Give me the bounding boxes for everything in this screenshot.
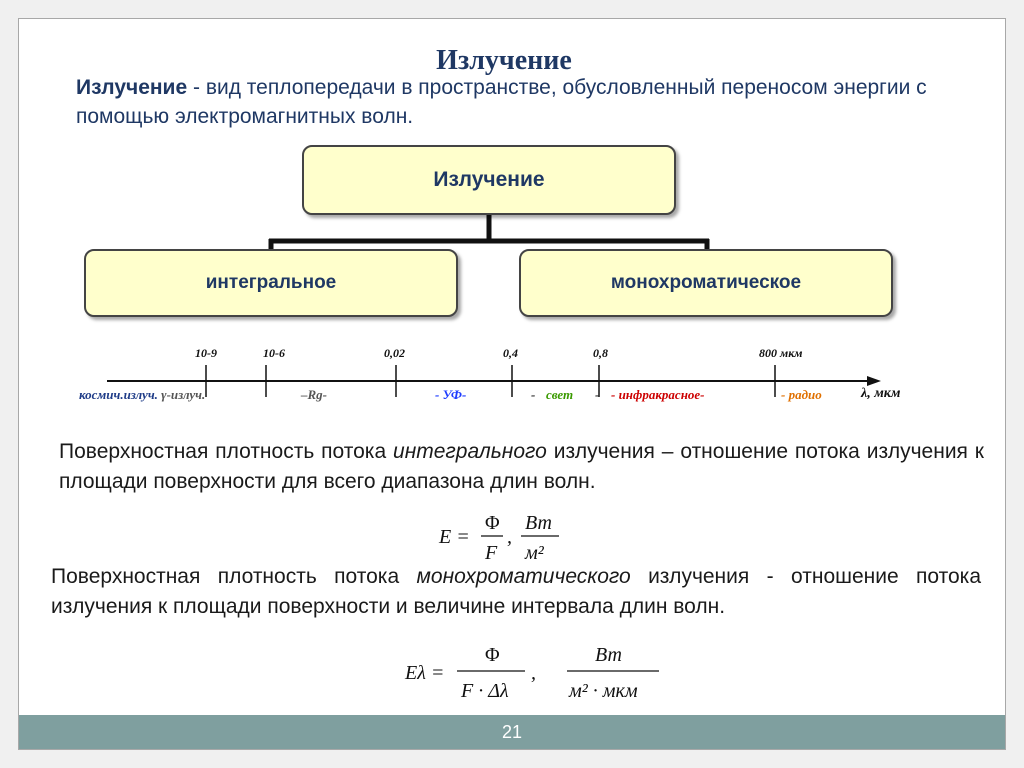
para1-text-end: излучения – отношение потока излучения к… (59, 440, 984, 493)
monochromatic-definition: Поверхностная плотность потока монохрома… (51, 562, 981, 622)
para2-text-end: излучения - отношение потока излучения к… (51, 565, 982, 618)
slide-title: Излучение (436, 45, 572, 76)
para2-text: Поверхностная плотность потока (51, 565, 417, 588)
formula2-den: F · Δλ (460, 680, 509, 702)
tick-label: 10-9 (195, 346, 217, 360)
band-uv: - УФ- (435, 387, 466, 402)
tick-label: 0,4 (503, 346, 518, 360)
para2-italic: монохроматического (416, 565, 631, 588)
formula1-unit-den: м² (524, 542, 545, 564)
tick-label: 0,02 (384, 346, 405, 360)
band-rg: –Rg- (300, 387, 327, 402)
integral-definition: Поверхностная плотность потока интеграль… (59, 437, 984, 497)
wavelength-scale: 10-9 10-6 0,02 0,4 0,8 800 мкм λ, мкм ко… (79, 346, 901, 402)
formula2-lhs: Eλ = (404, 662, 444, 684)
definition-term: Излучение (76, 76, 188, 99)
svg-text:,: , (531, 662, 536, 684)
band-dash: - (595, 387, 599, 402)
band-radio: - радио (781, 387, 822, 402)
tick-label: 10-6 (263, 346, 285, 360)
formula2-num: Φ (485, 644, 500, 666)
page-number: 21 (501, 722, 523, 742)
formula1-unit-num: Вт (525, 512, 552, 534)
svg-text:,: , (507, 526, 512, 548)
formula2-unit-den: м² · мкм (568, 680, 638, 702)
band-infrared: - инфракрасное- (611, 387, 705, 402)
integral-formula: E = Φ F , Вт м² (438, 512, 559, 564)
formula2-unit-num: Вт (595, 644, 622, 666)
axis-label: λ, мкм (860, 386, 901, 401)
tree-root-box: Излучение (302, 145, 676, 215)
tree-connectors (268, 215, 710, 250)
tree-monochromatic-box: монохроматическое (519, 249, 893, 317)
band-gamma: γ-излуч. (161, 387, 205, 402)
band-labels: космич.излуч. γ-излуч. –Rg- - УФ- - свет… (79, 387, 822, 402)
definition-body: - вид теплопередачи в пространстве, обус… (76, 76, 927, 128)
tree-integral-box: интегральное (84, 249, 458, 317)
formula1-lhs: E = (438, 526, 470, 548)
para1-italic: интегрального (393, 440, 547, 463)
band-visible: свет (546, 387, 573, 402)
band-cosmic: космич.излуч. (79, 387, 158, 402)
formula1-num: Φ (485, 512, 500, 534)
definition-text: Излучение - вид теплопередачи в простран… (76, 73, 956, 131)
footer-bar: 21 (19, 715, 1005, 749)
formula1-den: F (484, 542, 498, 564)
monochromatic-formula: Eλ = Φ F · Δλ , Вт м² · мкм (404, 644, 659, 702)
tick-label: 800 мкм (759, 346, 803, 360)
band-dash: - (531, 387, 535, 402)
para1-text: Поверхностная плотность потока (59, 440, 394, 463)
slide: Излучение Излучение - вид теплопередачи … (18, 18, 1006, 750)
tick-label: 0,8 (593, 346, 608, 360)
